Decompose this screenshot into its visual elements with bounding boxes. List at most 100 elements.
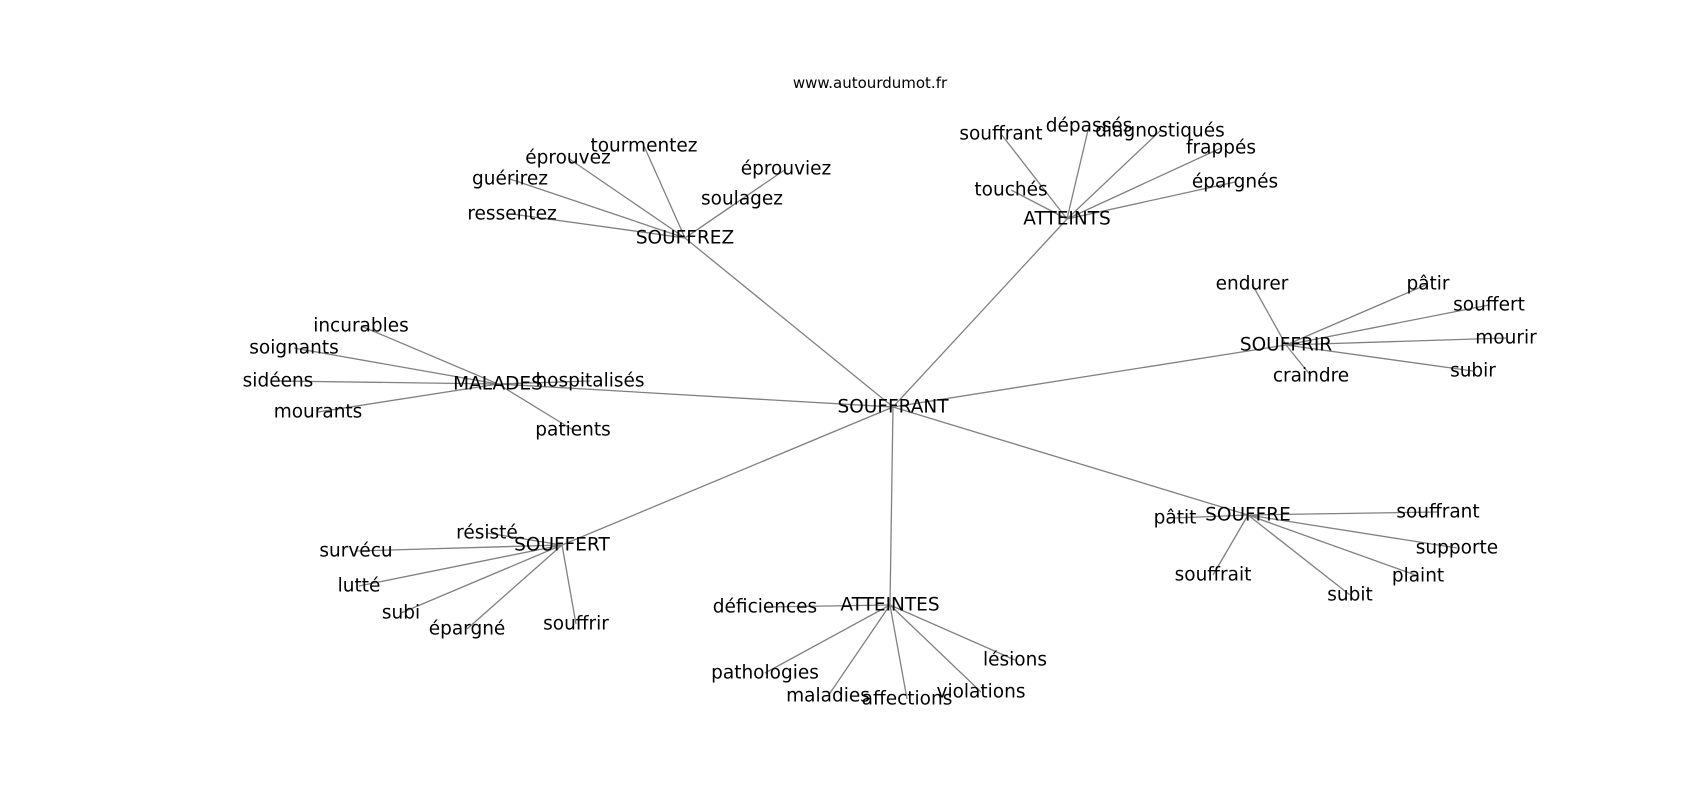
edge-center-souffrez <box>684 237 894 408</box>
edge-atteintes-5 <box>889 604 1016 661</box>
word-node-souffrir-5[interactable]: craindre <box>1273 366 1349 387</box>
edge-atteintes-2 <box>827 604 891 697</box>
word-node-souffrez-3[interactable]: tourmentez <box>590 136 697 157</box>
word-node-atteints-3[interactable]: frappés <box>1186 138 1256 159</box>
edge-souffre-5 <box>1212 514 1249 576</box>
edge-malades-4 <box>497 380 591 385</box>
edge-souffrir-3 <box>1285 337 1507 346</box>
edge-souffert-1 <box>355 544 563 552</box>
hub-node-souffert[interactable]: SOUFFERT <box>514 535 610 556</box>
edge-souffrir-1 <box>1285 283 1429 346</box>
word-node-souffre-1[interactable]: souffrant <box>1396 502 1479 523</box>
hub-node-malades[interactable]: MALADES <box>453 374 543 395</box>
edge-souffert-4 <box>466 544 563 630</box>
edge-center-souffrir <box>892 344 1287 408</box>
word-node-atteints-2[interactable]: diagnostiqués <box>1095 121 1225 142</box>
center-node-label[interactable]: SOUFFRANT <box>837 397 949 418</box>
edge-souffrez-5 <box>684 198 743 239</box>
word-node-atteintes-2[interactable]: maladies <box>786 686 870 707</box>
word-node-malades-3[interactable]: mourants <box>274 402 363 423</box>
edge-atteints-2 <box>1066 130 1161 220</box>
edge-souffrez-0 <box>511 213 686 239</box>
edge-souffrir-4 <box>1285 344 1474 372</box>
edge-malades-2 <box>277 380 499 385</box>
word-node-souffrir-2[interactable]: souffert <box>1453 295 1525 316</box>
word-node-atteints-0[interactable]: souffrant <box>959 124 1042 145</box>
edge-souffrez-3 <box>643 145 686 239</box>
edge-souffre-2 <box>1247 514 1458 549</box>
edge-souffre-3 <box>1247 514 1419 577</box>
edge-souffrez-1 <box>509 178 686 239</box>
edge-souffrez-2 <box>567 157 686 239</box>
word-node-souffrir-1[interactable]: pâtir <box>1406 274 1449 295</box>
word-node-souffrez-4[interactable]: éprouviez <box>741 159 832 180</box>
word-node-souffrir-3[interactable]: mourir <box>1475 328 1537 349</box>
graph-labels: SOUFFRANTSOUFFREZressentezguérirezéprouv… <box>243 116 1537 710</box>
word-node-atteintes-4[interactable]: violations <box>937 682 1026 703</box>
edge-malades-0 <box>360 325 499 385</box>
edge-souffert-2 <box>358 544 563 587</box>
word-node-souffert-4[interactable]: épargné <box>429 619 506 640</box>
word-node-atteints-1[interactable]: dépassés <box>1046 116 1133 137</box>
edge-souffre-4 <box>1247 514 1351 596</box>
edge-malades-5 <box>497 383 574 431</box>
word-node-souffert-3[interactable]: subi <box>382 603 420 624</box>
word-node-atteintes-3[interactable]: affections <box>862 689 953 710</box>
word-node-souffert-1[interactable]: survécu <box>319 541 392 562</box>
site-title: www.autourdumot.fr <box>793 74 948 92</box>
hub-node-souffrez[interactable]: SOUFFREZ <box>636 228 734 249</box>
word-node-malades-0[interactable]: incurables <box>313 316 409 337</box>
word-node-souffre-3[interactable]: plaint <box>1392 566 1444 587</box>
edge-atteintes-4 <box>889 604 982 693</box>
edge-atteints-3 <box>1066 147 1222 220</box>
word-node-souffrez-1[interactable]: guérirez <box>472 169 548 190</box>
edge-atteintes-0 <box>764 604 891 608</box>
word-node-malades-2[interactable]: sidéens <box>243 371 314 392</box>
edge-center-souffert <box>561 406 894 546</box>
word-node-souffre-2[interactable]: supporte <box>1416 538 1498 559</box>
edge-atteints-4 <box>1066 181 1236 220</box>
edge-atteintes-1 <box>764 604 891 674</box>
edge-atteints-5 <box>1010 189 1068 220</box>
edge-souffre-0 <box>1174 514 1249 519</box>
graph-edges <box>277 125 1507 700</box>
edge-atteints-0 <box>1000 133 1068 220</box>
word-node-malades-4[interactable]: hospitalisés <box>535 371 644 392</box>
word-node-souffert-2[interactable]: lutté <box>338 576 381 597</box>
edge-souffrir-2 <box>1285 304 1490 346</box>
hub-node-atteintes[interactable]: ATTEINTES <box>840 595 939 616</box>
edge-center-atteints <box>892 218 1068 408</box>
word-node-malades-1[interactable]: soignants <box>249 338 339 359</box>
hub-node-souffrir[interactable]: SOUFFRIR <box>1240 335 1332 356</box>
edge-malades-3 <box>317 383 499 413</box>
word-node-souffrir-4[interactable]: subir <box>1450 361 1496 382</box>
word-node-atteints-4[interactable]: épargnés <box>1192 172 1278 193</box>
word-node-souffrez-0[interactable]: ressentez <box>467 204 556 225</box>
word-node-atteints-5[interactable]: touchés <box>974 180 1047 201</box>
hub-node-atteints[interactable]: ATTEINTS <box>1023 209 1111 230</box>
edge-center-souffre <box>892 406 1249 516</box>
word-node-souffre-4[interactable]: subit <box>1327 585 1373 606</box>
edge-souffert-5 <box>561 544 577 625</box>
word-node-souffrez-5[interactable]: soulagez <box>701 189 783 210</box>
word-node-souffre-0[interactable]: pâtit <box>1154 508 1197 529</box>
hub-node-souffre[interactable]: SOUFFRE <box>1205 505 1291 526</box>
word-node-atteintes-1[interactable]: pathologies <box>711 663 819 684</box>
word-node-souffert-5[interactable]: souffrir <box>543 614 609 635</box>
edge-souffrir-0 <box>1251 283 1287 346</box>
word-node-atteintes-0[interactable]: déficiences <box>713 597 817 618</box>
edge-souffre-1 <box>1247 511 1439 516</box>
edge-malades-1 <box>293 347 499 385</box>
word-node-souffert-0[interactable]: résisté <box>456 523 518 544</box>
word-node-souffrir-0[interactable]: endurer <box>1216 274 1289 295</box>
edge-atteints-1 <box>1066 125 1090 220</box>
edge-souffert-0 <box>486 532 563 546</box>
edge-center-malades <box>497 383 894 408</box>
word-node-souffre-5[interactable]: souffrait <box>1175 565 1252 586</box>
edge-atteintes-3 <box>889 604 908 700</box>
word-node-malades-5[interactable]: patients <box>535 420 610 441</box>
word-node-souffrez-2[interactable]: éprouvez <box>525 148 610 169</box>
edge-souffrir-5 <box>1285 344 1312 377</box>
word-node-atteintes-5[interactable]: lésions <box>983 650 1047 671</box>
